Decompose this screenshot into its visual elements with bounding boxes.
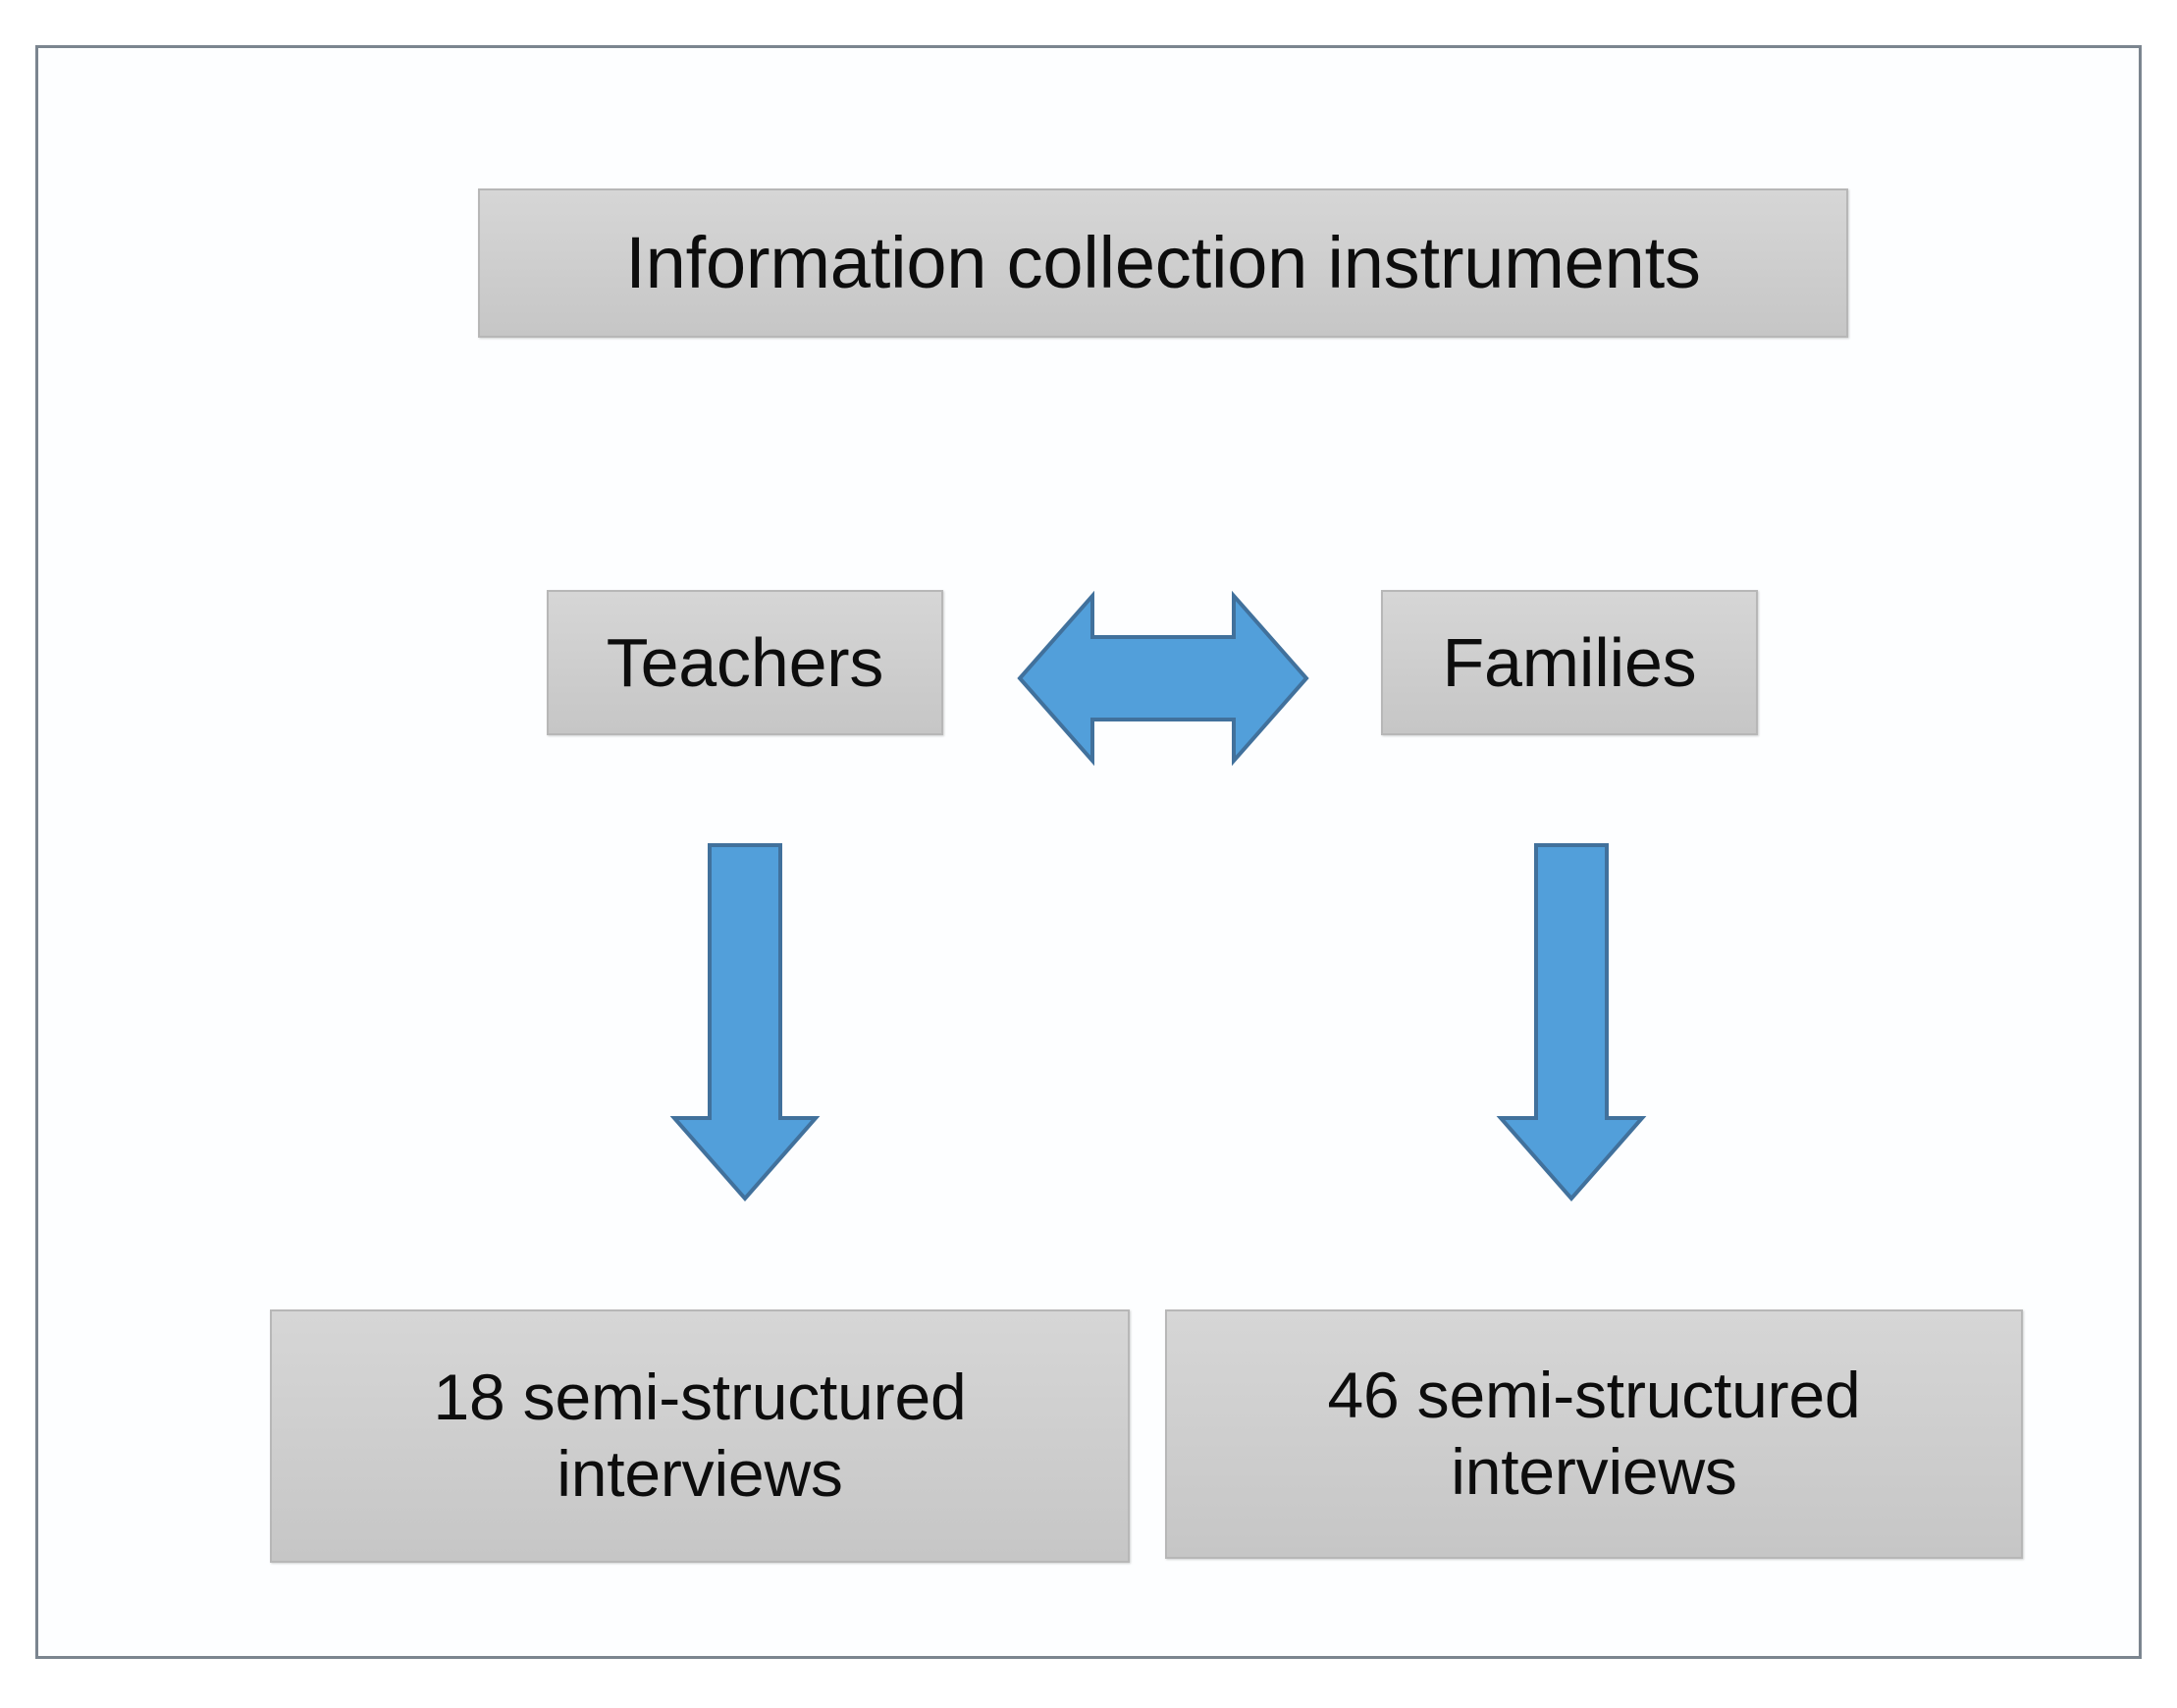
families-result-box: 46 semi-structured interviews	[1165, 1309, 2023, 1559]
teachers-down-arrow-icon	[669, 843, 821, 1202]
families-result-label: 46 semi-structured interviews	[1327, 1359, 1861, 1508]
title-box-label: Information collection instruments	[625, 222, 1701, 304]
families-down-arrow-icon	[1496, 843, 1647, 1202]
teachers-box: Teachers	[547, 590, 943, 735]
teachers-result-box: 18 semi-structured interviews	[270, 1309, 1130, 1563]
teachers-result-label: 18 semi-structured interviews	[433, 1361, 967, 1510]
families-box-label: Families	[1442, 623, 1697, 701]
title-box: Information collection instruments	[478, 188, 1848, 338]
families-box: Families	[1381, 590, 1758, 735]
diagram-frame: Information collection instruments Teach…	[35, 45, 2142, 1659]
double-headed-arrow-icon	[1017, 590, 1309, 767]
teachers-box-label: Teachers	[606, 623, 884, 701]
